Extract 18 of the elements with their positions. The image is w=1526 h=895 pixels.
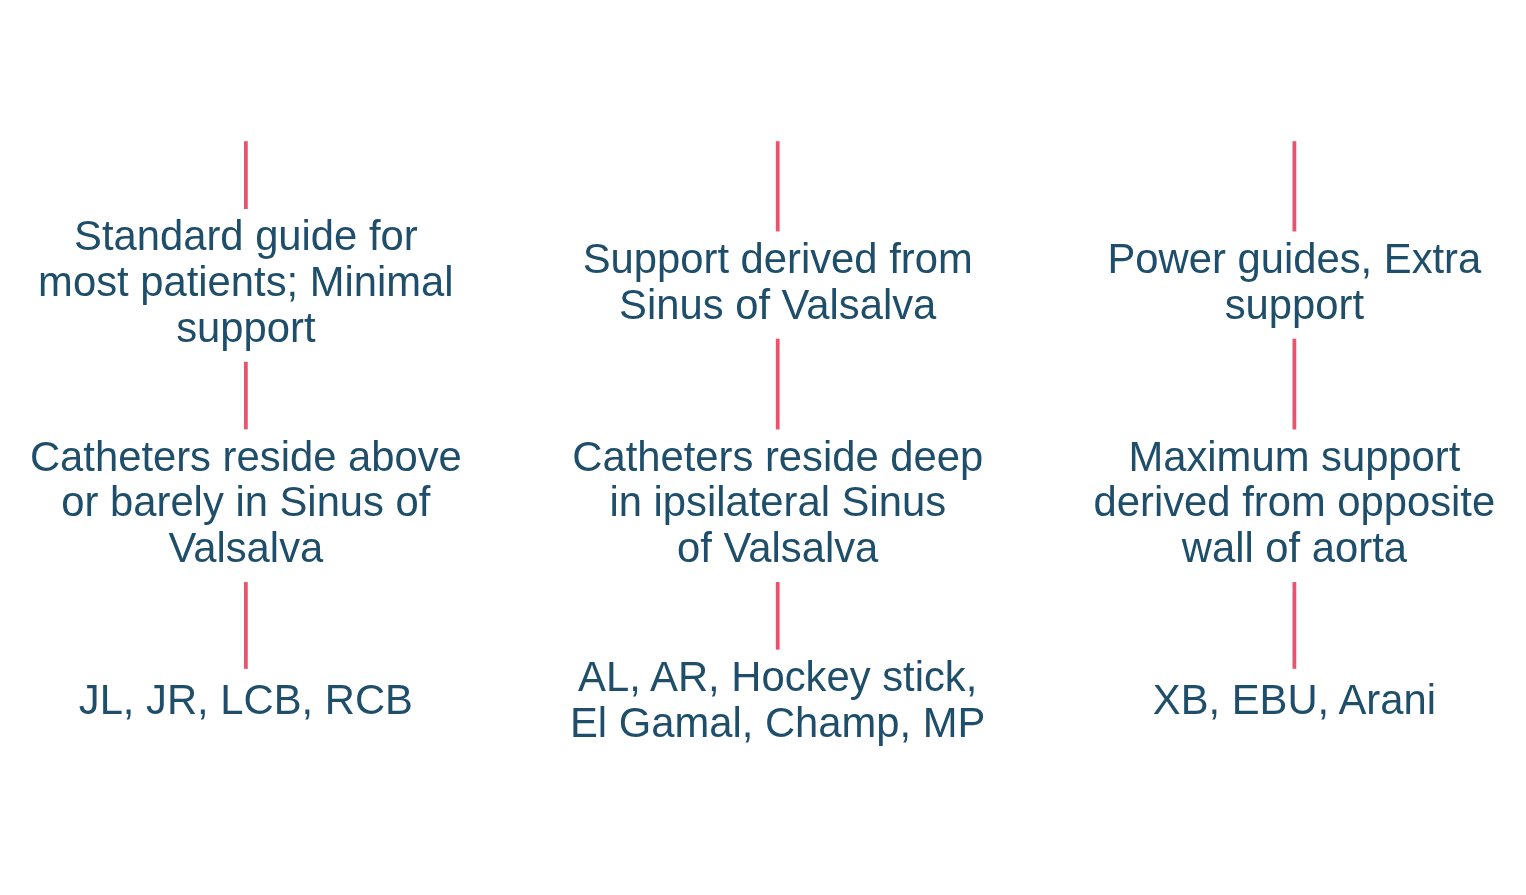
connector: [1292, 140, 1297, 231]
node-text: Catheters reside deep in ipsilateral Sinus of Valsalva: [572, 432, 984, 571]
connector: [775, 140, 780, 231]
connector: [243, 361, 248, 429]
node-text: Power guides, Extra support: [1107, 234, 1482, 328]
connector: [243, 581, 248, 669]
connector: [775, 338, 780, 429]
connector: [775, 581, 780, 650]
node-text: Support derived from Sinus of Valsalva: [582, 234, 973, 328]
connector: [1292, 338, 1297, 429]
node-text: AL, AR, Hockey stick, El Gamal, Champ, MP: [569, 652, 986, 746]
node-text: Catheters reside above or barely in Sinus of Valsalva: [29, 432, 462, 571]
connector: [243, 140, 248, 209]
node-text: Standard guide for most patients; Minimal support: [38, 211, 454, 351]
node-text: XB, EBU, Arani: [1152, 675, 1436, 723]
connector: [1292, 581, 1297, 669]
node-text: JL, JR, LCB, RCB: [78, 675, 413, 723]
node-text: Maximum support derived from opposite wall of aorta: [1093, 432, 1496, 571]
